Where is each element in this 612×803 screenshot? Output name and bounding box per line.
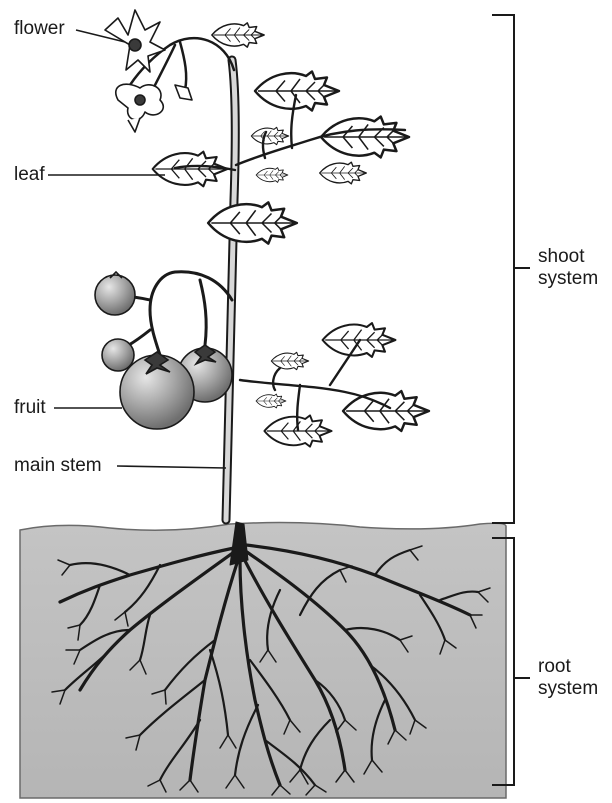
fruit-label: fruit — [14, 397, 46, 419]
shoot-system-bracket — [492, 15, 530, 523]
shoot-system-label-line2: system — [538, 268, 598, 290]
shoot-system-label: shoot system — [538, 246, 598, 290]
fruit-truss — [120, 272, 232, 355]
flower-blossom — [105, 10, 192, 132]
root-system-label-line1: root — [538, 656, 598, 678]
shoot-system-label-line1: shoot — [538, 246, 598, 268]
root-system-label-line2: system — [538, 678, 598, 700]
fruit — [95, 272, 232, 429]
flower-label: flower — [14, 18, 65, 40]
main-stem — [226, 60, 235, 520]
root-system-label: root system — [538, 656, 598, 700]
main-stem-label: main stem — [14, 455, 102, 477]
leaf-label: leaf — [14, 164, 45, 186]
